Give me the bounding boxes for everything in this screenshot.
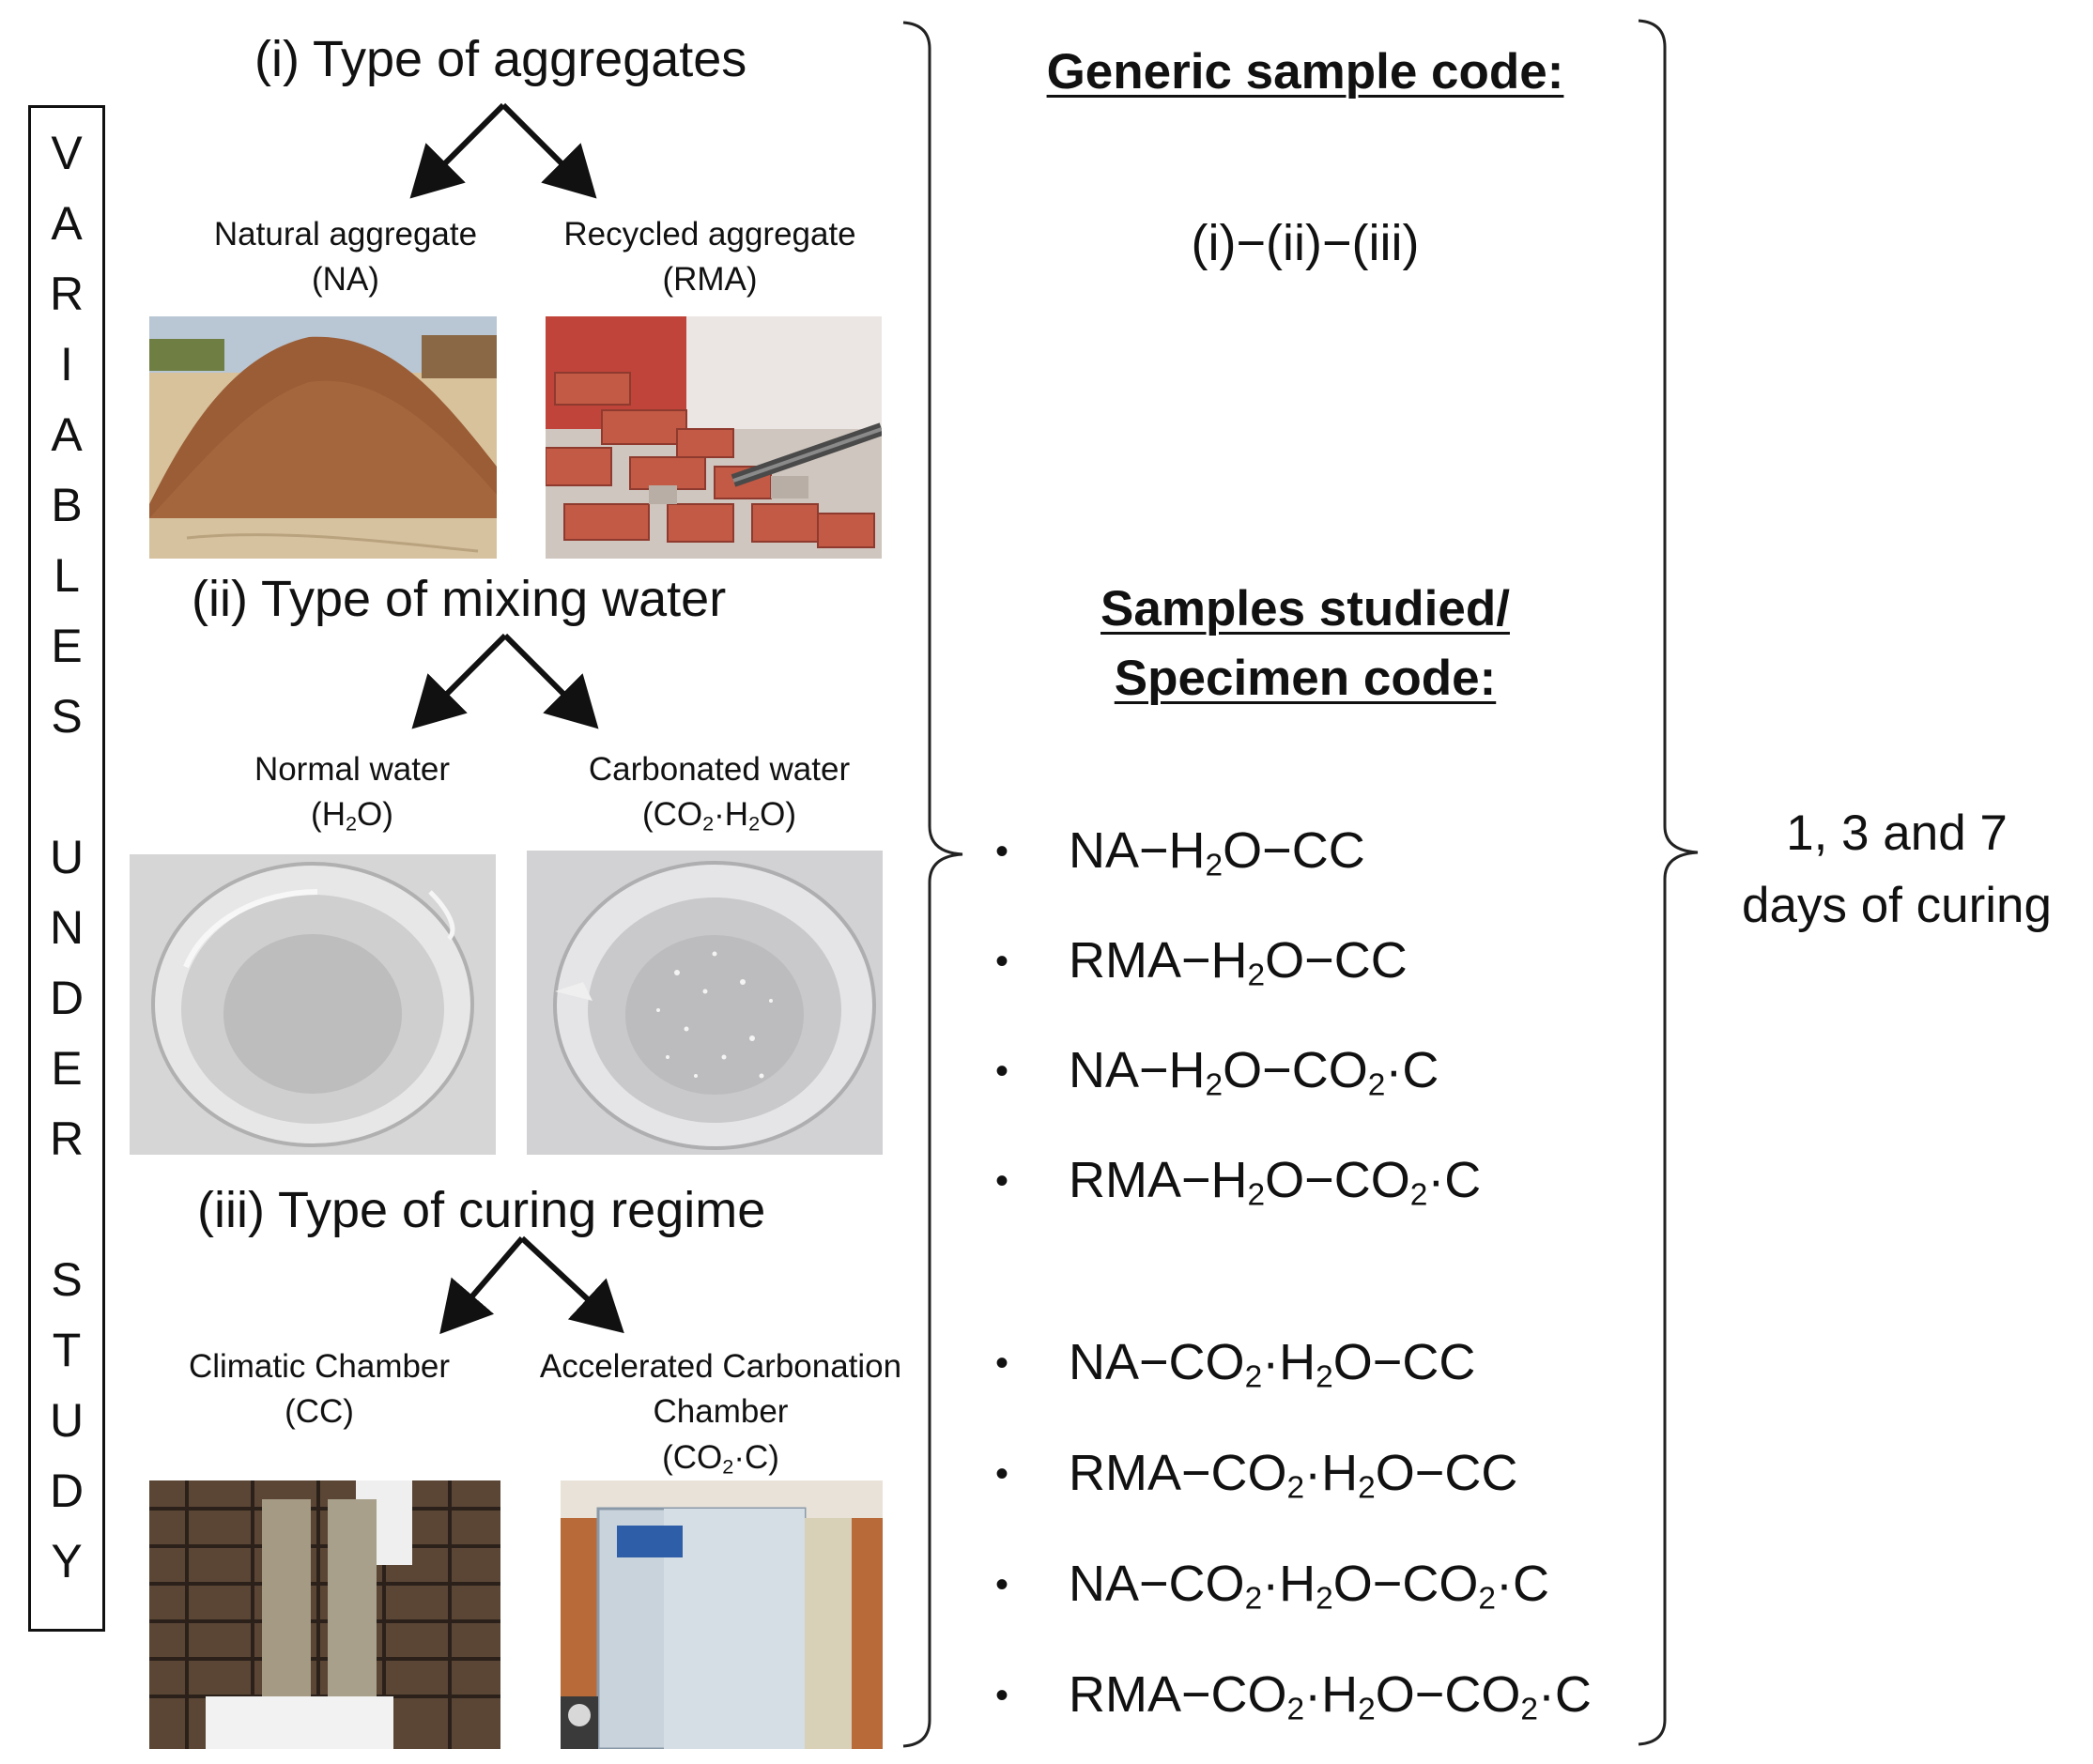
climatic-chamber-code: (CC)	[285, 1393, 354, 1431]
bullet: •	[995, 1453, 1009, 1495]
vertical-letter: E	[51, 1042, 83, 1095]
vertical-letter: D	[49, 1465, 85, 1517]
natural-aggregate-name: Natural aggregate	[213, 216, 478, 253]
climatic-chamber-name: Climatic Chamber	[188, 1348, 451, 1385]
variables-under-study-box: V A R I A B L E S U N D E R S T U D Y	[28, 105, 105, 1632]
specimen-code: NA−CO2·H2O−CO2·C	[1069, 1556, 1549, 1617]
normal-water-photo	[130, 854, 496, 1155]
vertical-letter: U	[49, 831, 85, 883]
vertical-letter: L	[54, 549, 80, 602]
curing-days-line2: days of curing	[1742, 877, 2052, 933]
recycled-aggregate-photo	[546, 316, 882, 559]
accelerated-chamber-name-line1: Accelerated Carbonation	[539, 1348, 902, 1385]
arrow-right	[500, 102, 597, 199]
arrow-left	[411, 633, 508, 729]
mixing-water-heading: (ii) Type of mixing water	[192, 571, 727, 627]
bullet: •	[995, 1564, 1009, 1605]
vertical-letter: B	[51, 479, 83, 531]
aggregates-heading: (i) Type of aggregates	[254, 31, 747, 87]
vertical-letter: A	[51, 197, 83, 250]
bullet: •	[995, 941, 1009, 982]
climatic-chamber-photo	[149, 1480, 500, 1749]
vertical-letter: I	[60, 338, 73, 391]
natural-aggregate-caption: Natural aggregate (NA)	[188, 212, 503, 303]
samples-title-line1: Samples studied/	[1100, 581, 1510, 637]
arrow-right	[502, 633, 599, 729]
right-brace	[1638, 19, 1699, 1746]
vertical-letter: E	[51, 620, 83, 672]
samples-title: Samples studied/ Specimen code:	[977, 575, 1634, 713]
vertical-letter: N	[49, 901, 85, 954]
bullet: •	[995, 1160, 1009, 1202]
specimen-code: RMA−CO2·H2O−CO2·C	[1069, 1666, 1592, 1727]
specimen-code: NA−H2O−CO2·C	[1069, 1042, 1439, 1103]
left-brace	[902, 21, 963, 1748]
bullet: •	[995, 1675, 1009, 1716]
aggregates-arrows	[409, 102, 597, 199]
curing-heading: (iii) Type of curing regime	[197, 1182, 766, 1238]
samples-title-line2: Specimen code:	[1114, 651, 1497, 707]
normal-water-caption: Normal water (H2O)	[211, 747, 493, 838]
accelerated-chamber-code: (CO2·C)	[662, 1438, 779, 1479]
arrow-right	[519, 1235, 624, 1334]
curing-days-line1: 1, 3 and 7	[1786, 805, 2008, 861]
accelerated-chamber-photo	[561, 1480, 883, 1749]
bullet: •	[995, 831, 1009, 872]
climatic-chamber-caption: Climatic Chamber (CC)	[169, 1344, 469, 1435]
recycled-aggregate-code: (RMA)	[662, 261, 758, 299]
curing-arrows	[439, 1235, 624, 1335]
normal-water-name: Normal water	[254, 751, 451, 788]
vertical-letter: S	[51, 1253, 83, 1306]
carbonated-water-name: Carbonated water	[588, 751, 851, 788]
specimen-code: RMA−CO2·H2O−CC	[1069, 1445, 1518, 1506]
vertical-letter: Y	[51, 1535, 83, 1588]
curing-days-label: 1, 3 and 7 days of curing	[1709, 798, 2085, 943]
specimen-code: RMA−H2O−CO2·C	[1069, 1152, 1482, 1213]
recycled-aggregate-name: Recycled aggregate	[563, 216, 856, 253]
accelerated-chamber-caption: Accelerated Carbonation Chamber (CO2·C)	[521, 1344, 920, 1480]
vertical-letter: V	[51, 127, 83, 179]
arrow-left	[409, 102, 506, 199]
bullet: •	[995, 1051, 1009, 1092]
natural-aggregate-code: (NA)	[312, 261, 379, 299]
accelerated-chamber-name-line2: Chamber	[653, 1393, 789, 1431]
carbonated-water-caption: Carbonated water (CO2·H2O)	[563, 747, 875, 838]
vertical-letter: U	[49, 1394, 85, 1447]
specimen-code: RMA−H2O−CC	[1069, 932, 1408, 993]
recycled-aggregate-caption: Recycled aggregate (RMA)	[545, 212, 875, 303]
vertical-letter: A	[51, 408, 83, 461]
specimen-code: NA−H2O−CC	[1069, 822, 1365, 883]
generic-code-title: Generic sample code:	[1046, 44, 1564, 100]
vertical-letter: S	[51, 690, 83, 743]
mixing-water-arrows	[411, 633, 599, 729]
carbonated-water-photo	[527, 851, 883, 1155]
specimen-code: NA−CO2·H2O−CC	[1069, 1334, 1476, 1395]
vertical-letter: R	[49, 268, 85, 320]
vertical-letter: T	[52, 1324, 82, 1376]
bullet: •	[995, 1342, 1009, 1384]
vertical-letter: D	[49, 972, 85, 1024]
natural-aggregate-photo	[149, 316, 497, 559]
carbonated-water-code: (CO2·H2O)	[641, 796, 797, 836]
generic-code-formula: (i)−(ii)−(iii)	[1191, 215, 1420, 271]
vertical-letter: R	[49, 1112, 85, 1165]
normal-water-code: (H2O)	[311, 796, 393, 836]
arrow-left	[439, 1236, 525, 1335]
